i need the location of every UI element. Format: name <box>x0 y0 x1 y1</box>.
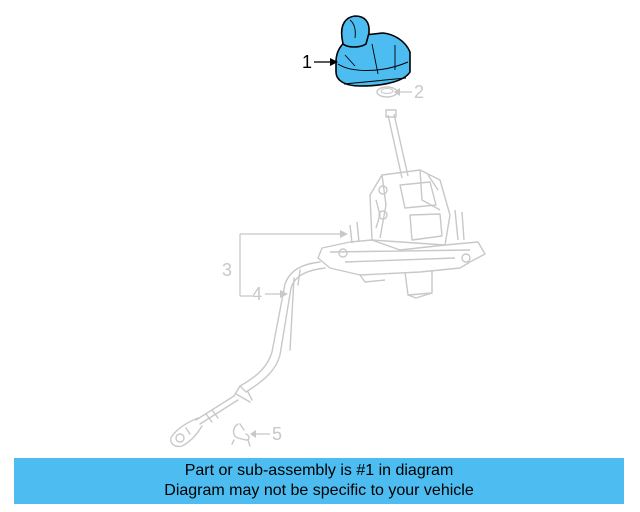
leader-1-arrowhead <box>330 58 338 66</box>
leader-5-arrowhead <box>250 430 256 438</box>
part-1-shift-knob-boot[interactable] <box>335 15 411 87</box>
callout-5: 5 <box>272 424 282 444</box>
callout-3: 3 <box>222 260 232 280</box>
bracket-3 <box>239 233 340 297</box>
banner-line-2: Diagram may not be specific to your vehi… <box>164 482 474 499</box>
leader-2-arrowhead <box>394 88 400 96</box>
callout-1: 1 <box>302 52 312 72</box>
banner-line-1: Part or sub-assembly is #1 in diagram <box>184 462 454 479</box>
parts-diagram: 1 2 <box>170 15 486 448</box>
part-3-shifter-assembly[interactable] <box>317 109 486 299</box>
part-4-shift-cable[interactable] <box>170 261 326 448</box>
callout-4: 4 <box>252 284 262 304</box>
leader-4-arrowhead <box>280 290 288 298</box>
leader-3-arrowhead <box>340 230 348 238</box>
callout-2: 2 <box>414 82 424 102</box>
info-banner: Part or sub-assembly is #1 in diagram Di… <box>14 458 624 504</box>
part-5-clip[interactable] <box>231 423 251 447</box>
